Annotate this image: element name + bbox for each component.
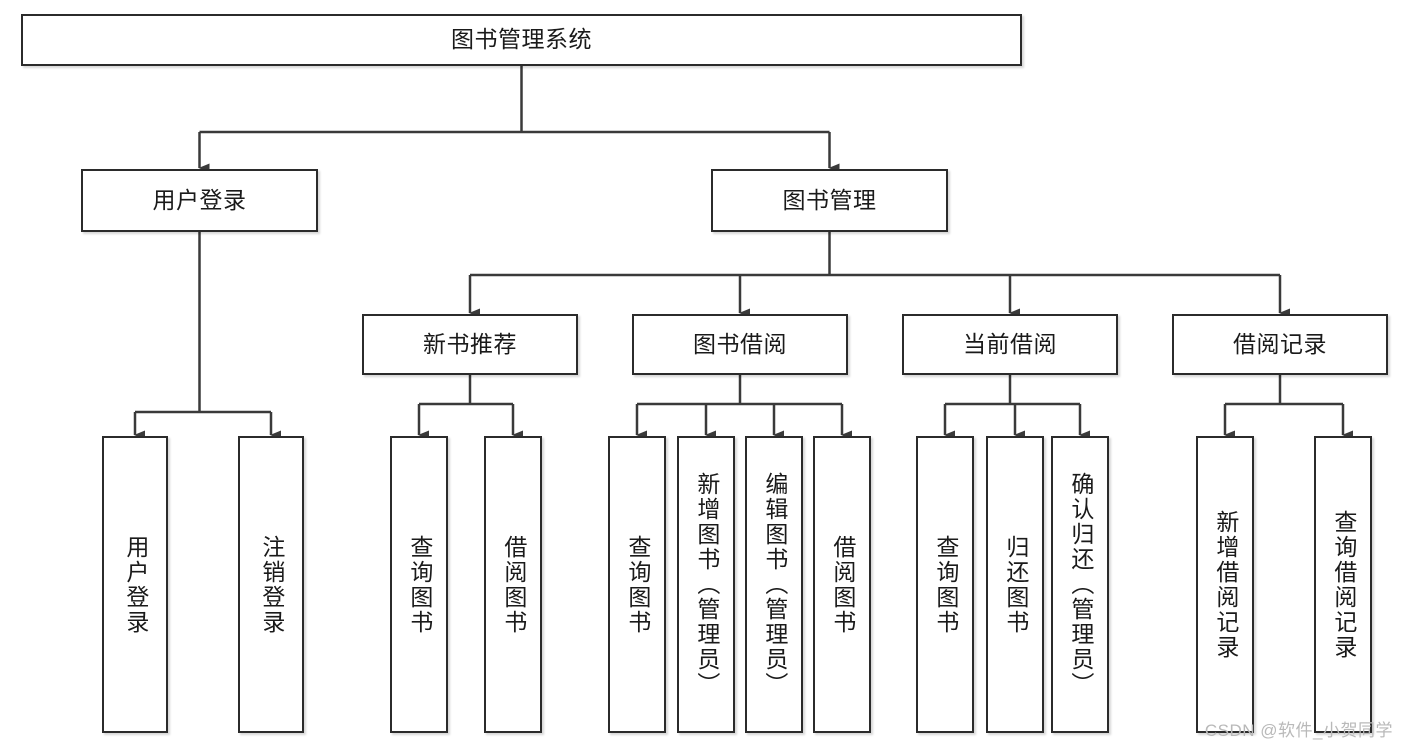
- node-label: 查询图书: [406, 534, 433, 635]
- node-leaf11[interactable]: 确认归还（管理员）: [1051, 436, 1109, 733]
- node-bookmgmt[interactable]: 图书管理: [711, 169, 948, 232]
- node-label: 新增借阅记录: [1212, 509, 1239, 660]
- node-login[interactable]: 用户登录: [81, 169, 318, 232]
- node-label: 借阅记录: [1233, 330, 1327, 357]
- node-label: 确认归还（管理员）: [1067, 472, 1094, 697]
- node-label: 新书推荐: [423, 330, 517, 357]
- node-leaf7[interactable]: 编辑图书（管理员）: [745, 436, 803, 733]
- node-root[interactable]: 图书管理系统: [21, 14, 1022, 66]
- node-label: 查询图书: [624, 534, 651, 635]
- node-label: 借阅图书: [500, 534, 527, 635]
- node-label: 借阅图书: [829, 534, 856, 635]
- node-leaf8[interactable]: 借阅图书: [813, 436, 871, 733]
- node-leaf9[interactable]: 查询图书: [916, 436, 974, 733]
- node-label: 注销登录: [258, 534, 285, 635]
- node-label: 新增图书（管理员）: [693, 472, 720, 697]
- node-label: 归还图书: [1002, 534, 1029, 635]
- node-leaf12[interactable]: 新增借阅记录: [1196, 436, 1254, 733]
- node-leaf2[interactable]: 注销登录: [238, 436, 304, 733]
- node-records[interactable]: 借阅记录: [1172, 314, 1388, 375]
- csdn-watermark: CSDN @软件_小贺同学: [1204, 721, 1393, 740]
- node-current[interactable]: 当前借阅: [902, 314, 1118, 375]
- node-leaf1[interactable]: 用户登录: [102, 436, 168, 733]
- node-leaf13[interactable]: 查询借阅记录: [1314, 436, 1372, 733]
- node-label: 查询借阅记录: [1330, 509, 1357, 660]
- node-borrow[interactable]: 图书借阅: [632, 314, 848, 375]
- node-leaf5[interactable]: 查询图书: [608, 436, 666, 733]
- node-label: 图书管理: [782, 186, 877, 213]
- node-label: 图书管理系统: [451, 26, 592, 53]
- node-newbook[interactable]: 新书推荐: [362, 314, 578, 375]
- node-leaf10[interactable]: 归还图书: [986, 436, 1044, 733]
- node-leaf6[interactable]: 新增图书（管理员）: [677, 436, 735, 733]
- node-label: 用户登录: [122, 534, 149, 635]
- node-label: 图书借阅: [693, 330, 787, 357]
- node-leaf3[interactable]: 查询图书: [390, 436, 448, 733]
- node-label: 查询图书: [932, 534, 959, 635]
- node-label: 编辑图书（管理员）: [761, 472, 788, 697]
- node-leaf4[interactable]: 借阅图书: [484, 436, 542, 733]
- node-label: 当前借阅: [963, 330, 1057, 357]
- node-label: 用户登录: [152, 186, 247, 213]
